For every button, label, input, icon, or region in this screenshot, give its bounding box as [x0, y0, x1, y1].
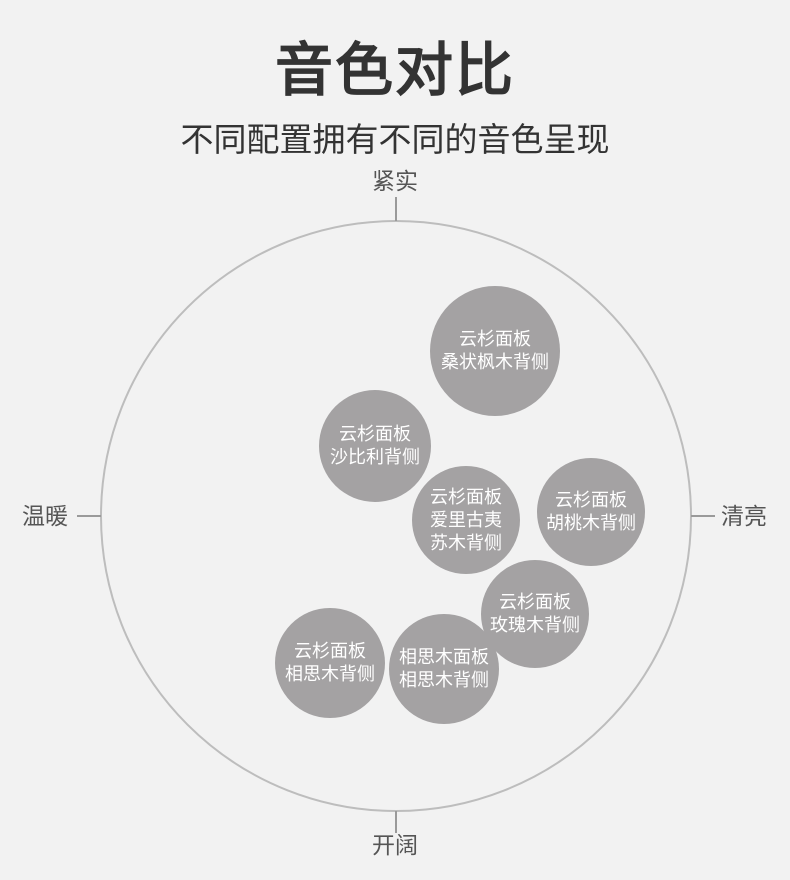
bubble-spruce-sapele: 云杉面板 沙比利背侧: [319, 390, 431, 502]
axis-label-top: 紧实: [372, 169, 418, 195]
bubble-line1: 云杉面板: [555, 490, 627, 511]
bubble-spruce-walnut: 云杉面板 胡桃木背侧: [537, 458, 645, 566]
bubble-acacia-acacia: 相思木面板 相思木背侧: [389, 614, 499, 724]
bubble-line2: 沙比利背侧: [330, 447, 420, 468]
bubble-spruce-maple: 云杉面板 桑状枫木背侧: [430, 286, 560, 416]
bubble-spruce-ovangkol: 云杉面板 爱里古夷苏木背侧: [412, 466, 520, 574]
bubble-line2: 玫瑰木背侧: [490, 615, 580, 636]
bubble-line1: 相思木面板: [399, 647, 489, 668]
bubble-line1: 云杉面板: [339, 424, 411, 445]
bubble-spruce-acacia: 云杉面板 相思木背侧: [275, 608, 385, 718]
bubble-line2: 桑状枫木背侧: [441, 352, 549, 373]
bubble-line2: 胡桃木背侧: [546, 513, 636, 534]
bubble-line2: 相思木背侧: [399, 670, 489, 691]
axis-label-left: 温暖: [22, 504, 68, 530]
bubble-line1: 云杉面板: [294, 641, 366, 662]
page-subtitle: 不同配置拥有不同的音色呈现: [180, 120, 610, 159]
bubble-line1: 云杉面板: [459, 329, 531, 350]
bubble-line1: 云杉面板: [430, 486, 502, 508]
page-title: 音色对比: [274, 36, 515, 104]
bubble-line2: 爱里古夷苏木背侧: [430, 509, 502, 554]
bubble-line2: 相思木背侧: [285, 664, 375, 685]
bubble-spruce-rosewood: 云杉面板 玫瑰木背侧: [481, 560, 589, 668]
axis-label-right: 清亮: [721, 504, 767, 530]
bubble-line1: 云杉面板: [499, 592, 571, 613]
axis-label-bottom: 开阔: [372, 833, 418, 859]
